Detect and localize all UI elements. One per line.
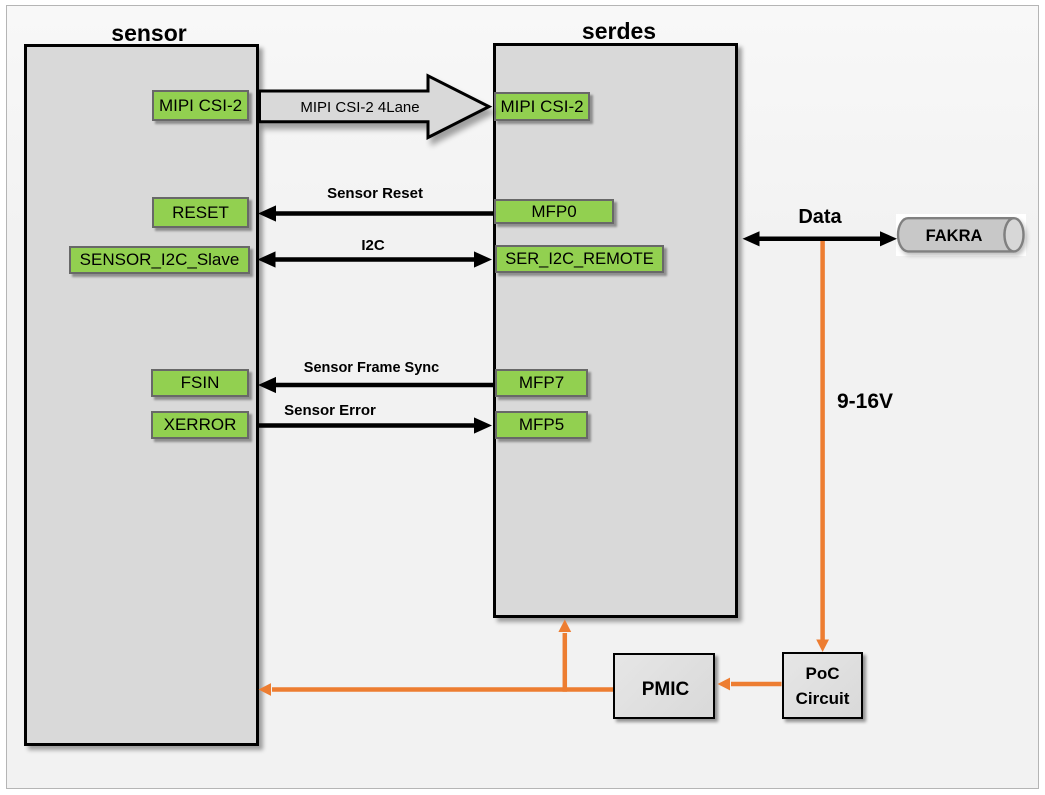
svg-text:FAKRA: FAKRA bbox=[926, 227, 983, 245]
svg-text:MIPI CSI-2 4Lane: MIPI CSI-2 4Lane bbox=[300, 99, 419, 116]
